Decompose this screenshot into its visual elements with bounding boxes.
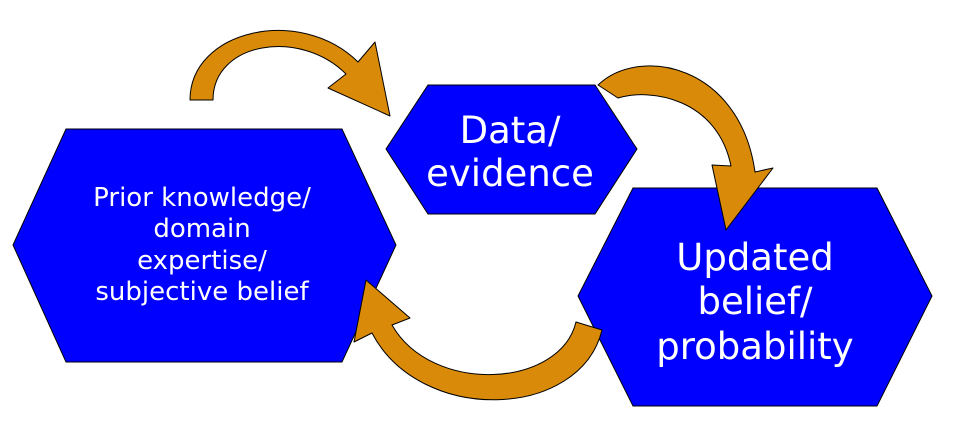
prior-label-line: subjective belief [95,276,309,307]
data-label-line: Data/ [459,108,561,152]
prior-label-line: expertise/ [137,245,267,276]
arrow-updated-to-prior [353,279,603,401]
prior-knowledge-hexagon [12,128,397,363]
data-evidence-label: Data/ evidence [395,95,625,210]
updated-belief-label: Updated belief/ probability [610,225,900,380]
prior-label-line: domain [153,214,251,245]
updated-label-line: belief/ [697,280,813,324]
arrow-prior-to-data [189,30,391,117]
updated-label-line: probability [656,324,854,368]
updated-label-line: Updated [676,235,834,279]
data-label-line: evidence [426,151,594,195]
updated-belief-hexagon [577,187,933,407]
prior-knowledge-label: Prior knowledge/ domain expertise/ subje… [52,168,352,323]
arrow-data-to-updated [597,65,774,231]
prior-label-line: Prior knowledge/ [93,183,311,214]
data-evidence-hexagon [385,84,638,215]
